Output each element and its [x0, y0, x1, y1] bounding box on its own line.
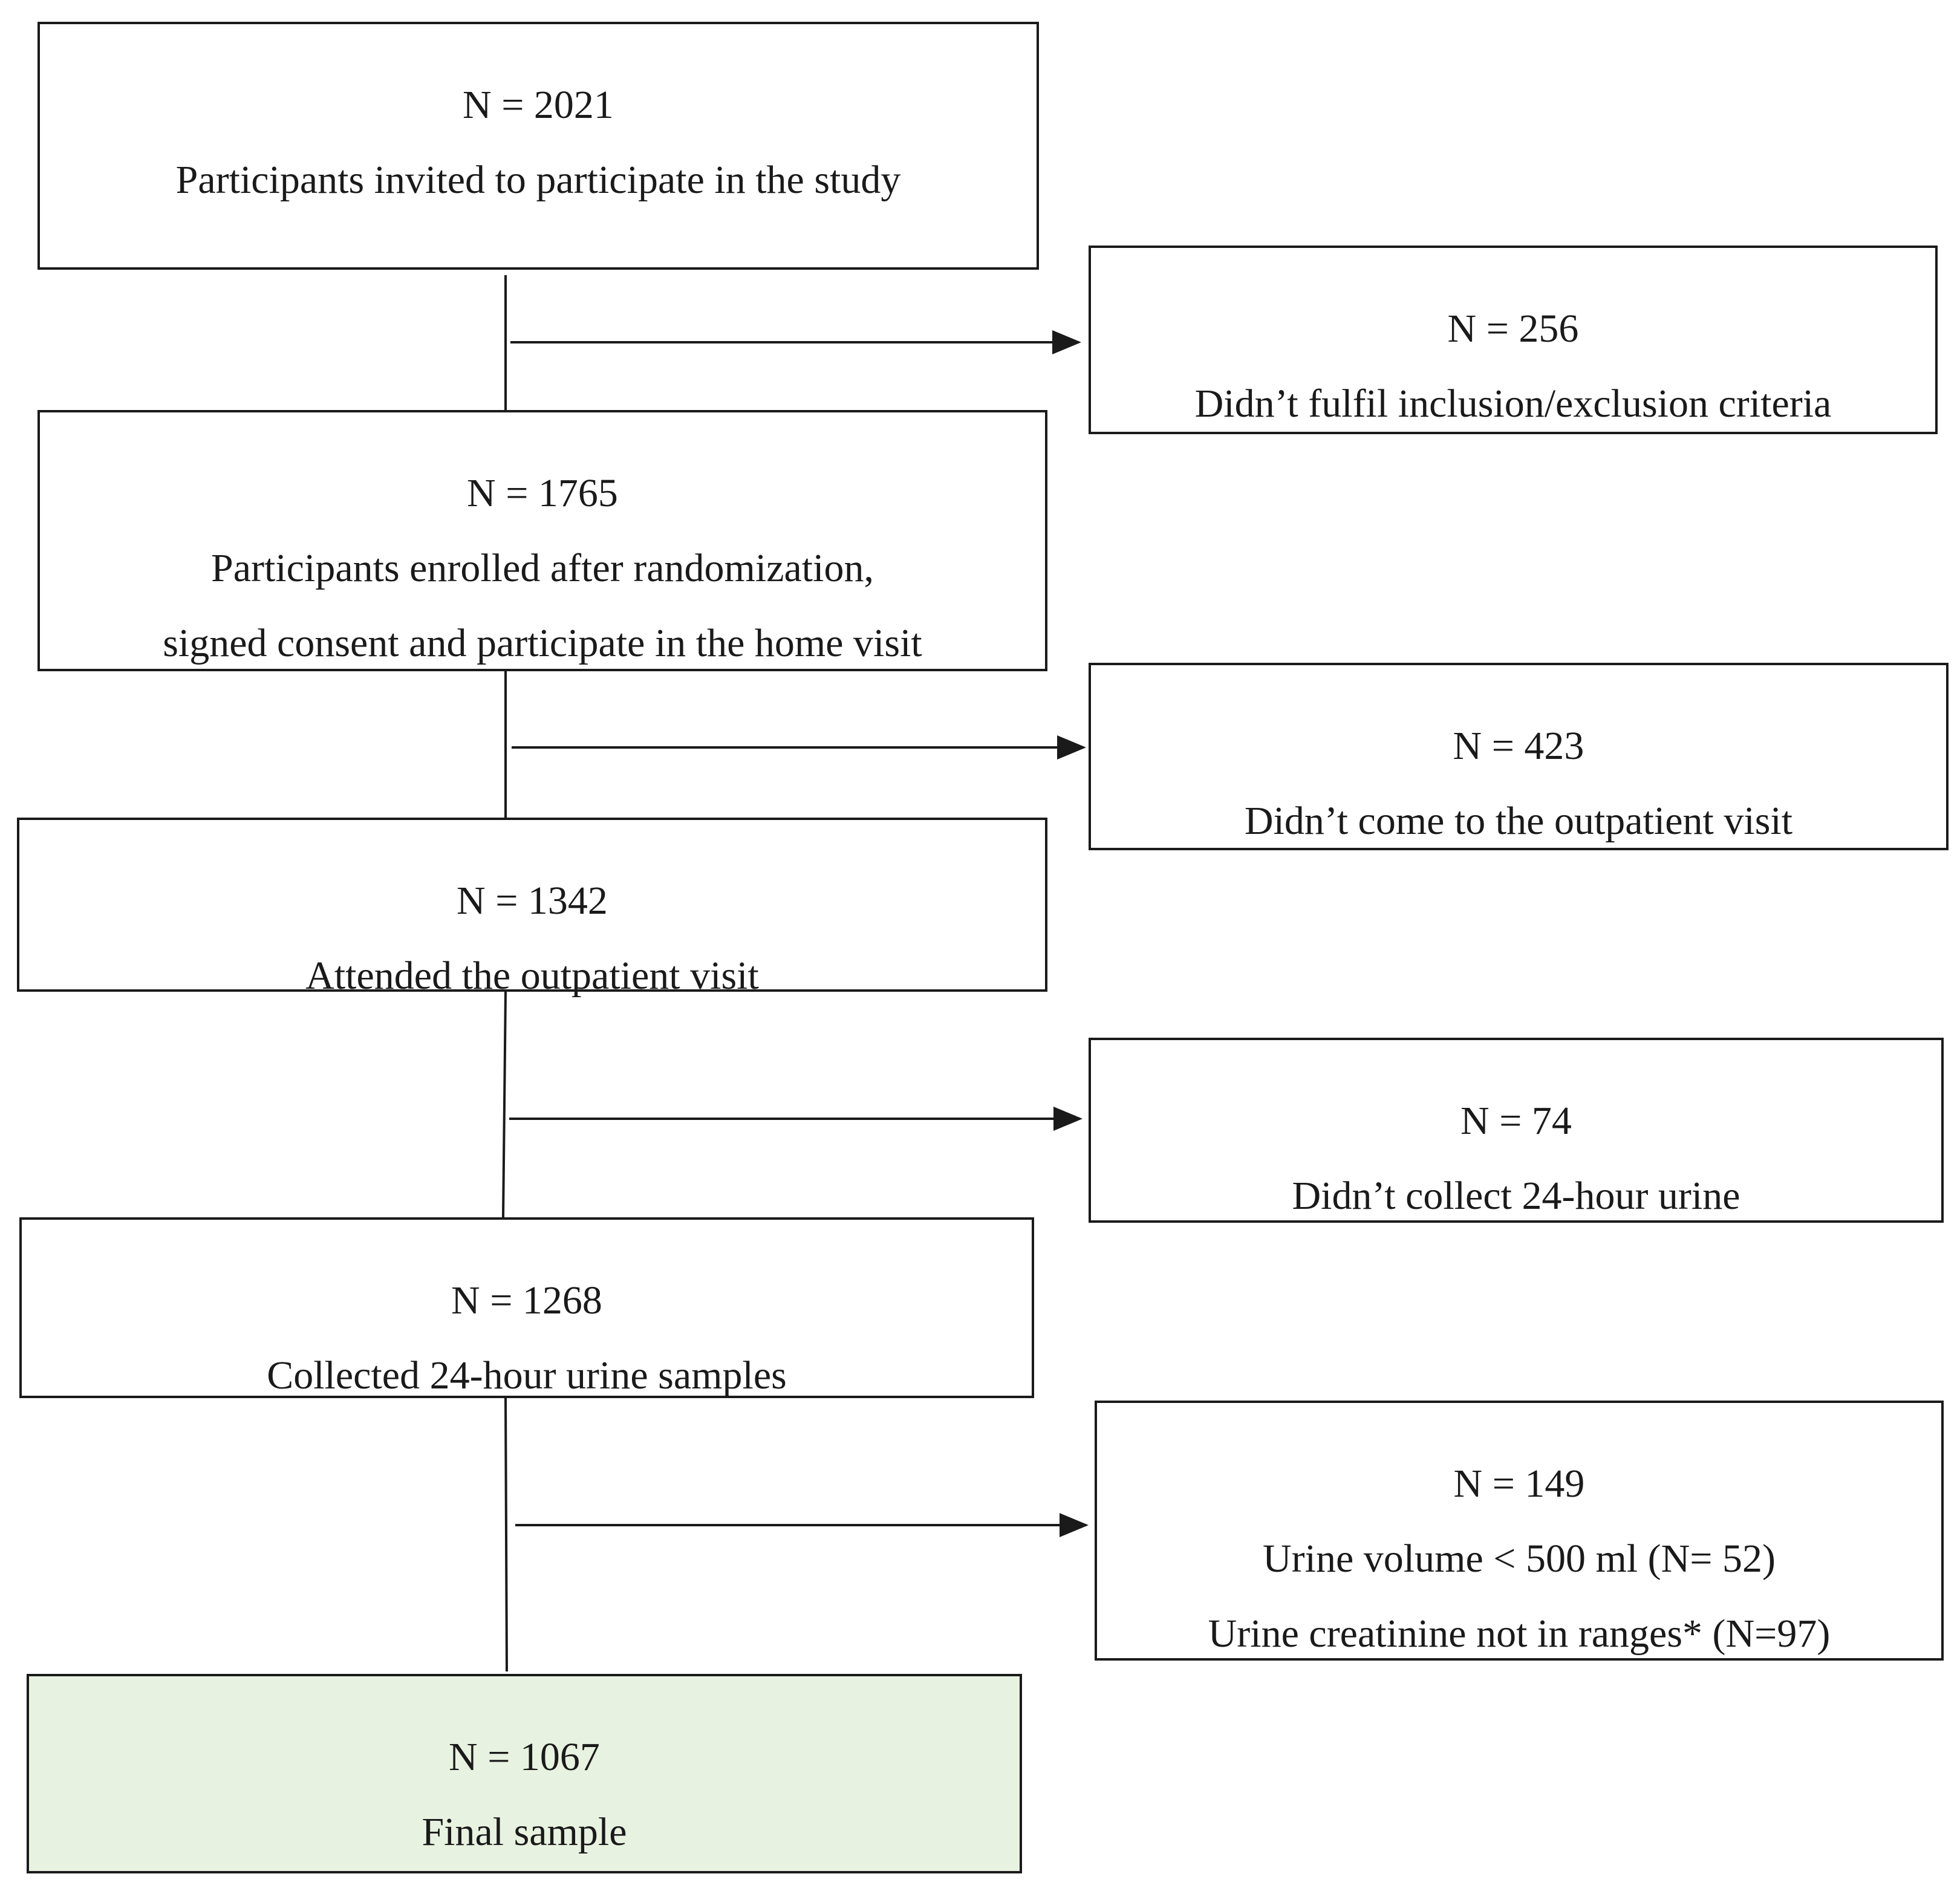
box-final-sample: N = 1067 Final sample: [27, 1674, 1022, 1873]
connector-4-5: [504, 1398, 508, 1672]
label-enrolled-line-1: Participants enrolled after randomizatio…: [211, 546, 874, 590]
label-attended: Attended the outpatient visit: [305, 954, 759, 998]
label-no-urine: Didn’t collect 24-hour urine: [1292, 1174, 1740, 1218]
count-enrolled: N = 1765: [467, 471, 618, 515]
box-excluded-criteria: N = 256 Didn’t fulfil inclusion/exclusio…: [1089, 246, 1938, 434]
box-enrolled: N = 1765 Participants enrolled after ran…: [37, 410, 1047, 671]
box-invalid-urine: N = 149 Urine volume < 500 ml (N= 52) Ur…: [1095, 1401, 1944, 1661]
count-collected: N = 1268: [451, 1278, 602, 1323]
connector-3-4: [502, 991, 507, 1218]
label-no-outpatient: Didn’t come to the outpatient visit: [1244, 799, 1793, 843]
label-final: Final sample: [422, 1810, 627, 1854]
label-collected: Collected 24-hour urine samples: [267, 1353, 787, 1398]
count-excluded-criteria: N = 256: [1447, 307, 1579, 351]
box-no-urine: N = 74 Didn’t collect 24-hour urine: [1089, 1038, 1944, 1223]
count-no-urine: N = 74: [1460, 1099, 1572, 1143]
count-no-outpatient: N = 423: [1453, 724, 1584, 768]
box-invited: N = 2021 Participants invited to partici…: [37, 22, 1039, 270]
label-enrolled-line-2: signed consent and participate in the ho…: [163, 621, 922, 665]
box-attended: N = 1342 Attended the outpatient visit: [17, 818, 1047, 998]
count-invalid-urine: N = 149: [1453, 1462, 1585, 1506]
box-collected: N = 1268 Collected 24-hour urine samples: [19, 1217, 1034, 1398]
count-attended: N = 1342: [457, 879, 608, 923]
label-invited: Participants invited to participate in t…: [175, 158, 901, 202]
label-excluded-criteria: Didn’t fulfil inclusion/exclusion criter…: [1194, 382, 1832, 426]
count-final: N = 1067: [449, 1735, 600, 1779]
label-urine-creatinine: Urine creatinine not in ranges* (N=97): [1208, 1612, 1831, 1656]
box-no-outpatient: N = 423 Didn’t come to the outpatient vi…: [1089, 663, 1949, 850]
label-urine-volume: Urine volume < 500 ml (N= 52): [1263, 1537, 1776, 1581]
count-invited: N = 2021: [463, 83, 614, 127]
